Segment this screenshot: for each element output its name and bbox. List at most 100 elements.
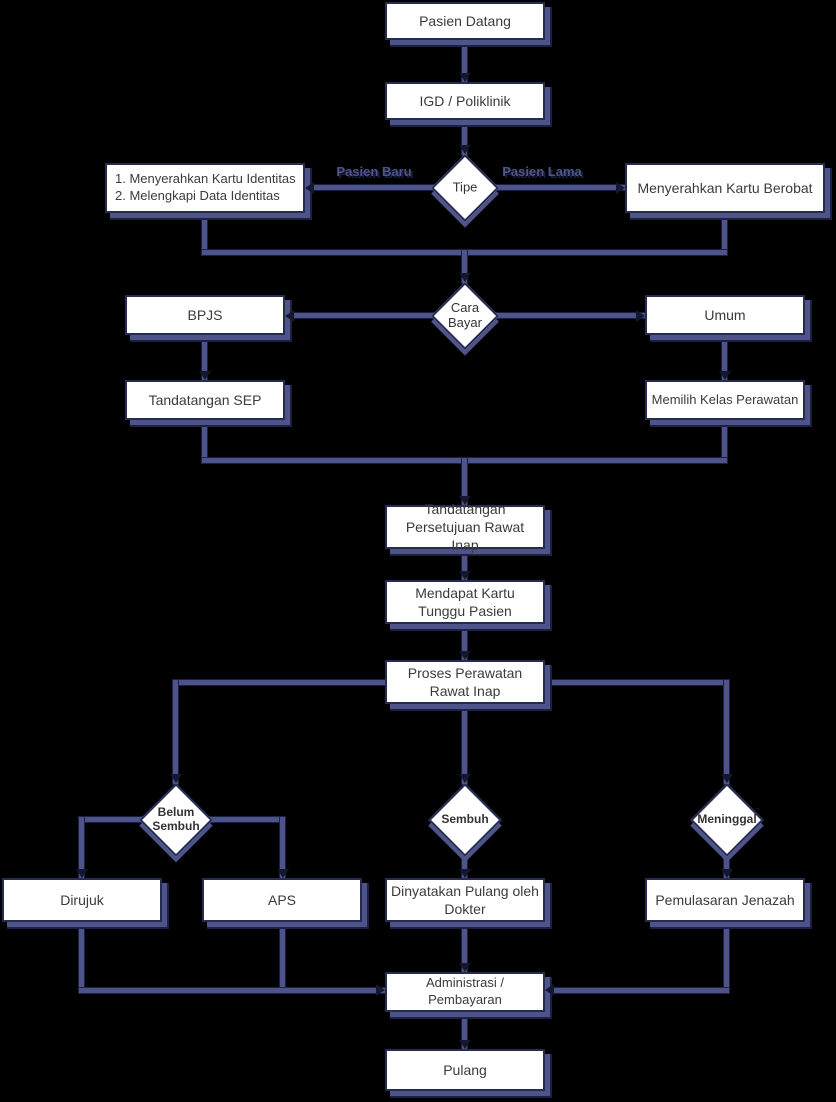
connector-line xyxy=(209,817,284,822)
arrowhead-down xyxy=(76,869,88,878)
connector-line xyxy=(722,213,727,253)
arrowhead-left xyxy=(305,182,314,194)
node-tandatangan-sep: Tandatangan SEP xyxy=(125,380,285,420)
arrowhead-down xyxy=(459,774,471,783)
connector-line xyxy=(724,922,729,993)
connector-line xyxy=(462,702,467,784)
connector-line xyxy=(280,817,285,879)
node-administrasi-label: Administrasi / Pembayaran xyxy=(425,975,505,1007)
connector-line xyxy=(202,420,207,461)
node-memilih-kelas: Memilih Kelas Perawatan xyxy=(645,380,805,420)
node-dirujuk-label: Dirujuk xyxy=(60,891,104,908)
node-proses-perawatan: Proses Perawatan Rawat Inap xyxy=(385,660,545,704)
node-pasien-datang-label: Pasien Datang xyxy=(419,12,511,29)
node-igd-poliklinik-label: IGD / Poliklinik xyxy=(419,92,511,109)
connector-line xyxy=(724,680,729,784)
node-proses-perawatan-label: Proses Perawatan Rawat Inap xyxy=(407,664,523,699)
connector-line xyxy=(462,853,467,879)
arrowhead-down xyxy=(459,496,471,505)
connector-line xyxy=(545,680,729,685)
arrowhead-left xyxy=(545,984,554,996)
connector-line xyxy=(79,988,385,993)
arrowhead-right xyxy=(636,310,645,322)
node-pulang-dokter: Dinyatakan Pulang oleh Dokter xyxy=(385,878,545,922)
arrowhead-down xyxy=(459,145,471,154)
connector-line xyxy=(79,817,144,822)
connector-line xyxy=(462,40,467,82)
node-dirujuk: Dirujuk xyxy=(2,878,162,922)
connector-line xyxy=(462,1012,467,1050)
connector-line xyxy=(462,922,467,973)
connector-line xyxy=(305,185,434,190)
node-bpjs-label: BPJS xyxy=(187,306,223,323)
connector-line xyxy=(724,853,729,879)
connector-line xyxy=(79,922,84,993)
arrowhead-down xyxy=(459,73,471,82)
connector-line xyxy=(462,545,467,581)
connector-line xyxy=(202,335,207,381)
decision-belum-sembuh: Belum Sembuh xyxy=(139,783,213,857)
connector-line xyxy=(722,335,727,381)
connector-line xyxy=(462,622,467,661)
arrowhead-down xyxy=(721,774,733,783)
connector-line xyxy=(173,680,388,685)
edge-label-pasien-baru: Pasien Baru xyxy=(336,164,412,179)
node-kartu-berobat: Menyerahkan Kartu Berobat xyxy=(625,163,825,213)
arrowhead-down xyxy=(721,869,733,878)
decision-tipe: Tipe xyxy=(431,154,499,222)
decision-belum-sembuh-label: Belum Sembuh xyxy=(152,805,200,833)
node-pemulasaran-jenazah: Pemulasaran Jenazah xyxy=(645,878,805,922)
arrowhead-down xyxy=(170,774,182,783)
arrowhead-left xyxy=(285,310,294,322)
node-aps: APS xyxy=(202,878,362,922)
steps-list: 1. Menyerahkan Kartu Identitas 2. Meleng… xyxy=(115,171,296,205)
node-pasien-datang: Pasien Datang xyxy=(385,2,545,40)
node-kartu-tunggu: Mendapat Kartu Tunggu Pasien xyxy=(385,580,545,624)
node-pasien-baru-steps: 1. Menyerahkan Kartu Identitas 2. Meleng… xyxy=(105,163,305,213)
node-bpjs: BPJS xyxy=(125,295,285,335)
decision-cara-bayar-label: Cara Bayar xyxy=(448,300,482,330)
arrowhead-down xyxy=(459,963,471,972)
node-igd-poliklinik: IGD / Poliklinik xyxy=(385,82,545,120)
step-2: 2. Melengkapi Data Identitas xyxy=(115,188,280,203)
decision-meninggal-label: Meninggal xyxy=(697,812,757,827)
arrowhead-down xyxy=(719,371,731,380)
decision-sembuh: Sembuh xyxy=(428,783,502,857)
node-pulang-dokter-label: Dinyatakan Pulang oleh Dokter xyxy=(391,882,539,917)
connector-line xyxy=(722,420,727,461)
arrowhead-down xyxy=(459,1040,471,1049)
connector-line xyxy=(79,817,84,879)
node-persetujuan-label: Tandatangan Persetujuan Rawat Inap xyxy=(405,500,525,554)
connector-line xyxy=(496,185,625,190)
connector-line xyxy=(462,120,467,155)
node-persetujuan-rawat-inap: Tandatangan Persetujuan Rawat Inap xyxy=(385,501,545,553)
node-pulang: Pulang xyxy=(385,1049,545,1091)
connector-line xyxy=(202,213,207,253)
arrowhead-down xyxy=(459,651,471,660)
arrowhead-down xyxy=(459,273,471,282)
node-aps-label: APS xyxy=(267,891,296,908)
arrowhead-down xyxy=(277,869,289,878)
decision-cara-bayar: Cara Bayar xyxy=(431,282,499,350)
connector-line xyxy=(462,458,467,506)
connector-line xyxy=(545,988,729,993)
arrowhead-right xyxy=(376,984,385,996)
connector-line xyxy=(173,680,178,784)
decision-sembuh-label: Sembuh xyxy=(441,812,489,827)
node-kartu-tunggu-label: Mendapat Kartu Tunggu Pasien xyxy=(415,584,515,619)
node-kartu-berobat-label: Menyerahkan Kartu Berobat xyxy=(637,179,813,196)
connector-line xyxy=(285,313,434,318)
decision-meninggal: Meninggal xyxy=(690,783,764,857)
arrowhead-down xyxy=(459,571,471,580)
node-administrasi: Administrasi / Pembayaran xyxy=(385,972,545,1012)
node-tandatangan-sep-label: Tandatangan SEP xyxy=(148,391,262,408)
connector-line xyxy=(462,250,467,283)
decision-tipe-label: Tipe xyxy=(452,179,478,195)
arrowhead-down xyxy=(199,371,211,380)
step-1: 1. Menyerahkan Kartu Identitas xyxy=(115,171,296,187)
node-pulang-label: Pulang xyxy=(443,1061,487,1078)
arrowhead-right xyxy=(616,182,625,194)
node-umum: Umum xyxy=(645,295,805,335)
node-pemulasaran-jenazah-label: Pemulasaran Jenazah xyxy=(655,891,795,908)
